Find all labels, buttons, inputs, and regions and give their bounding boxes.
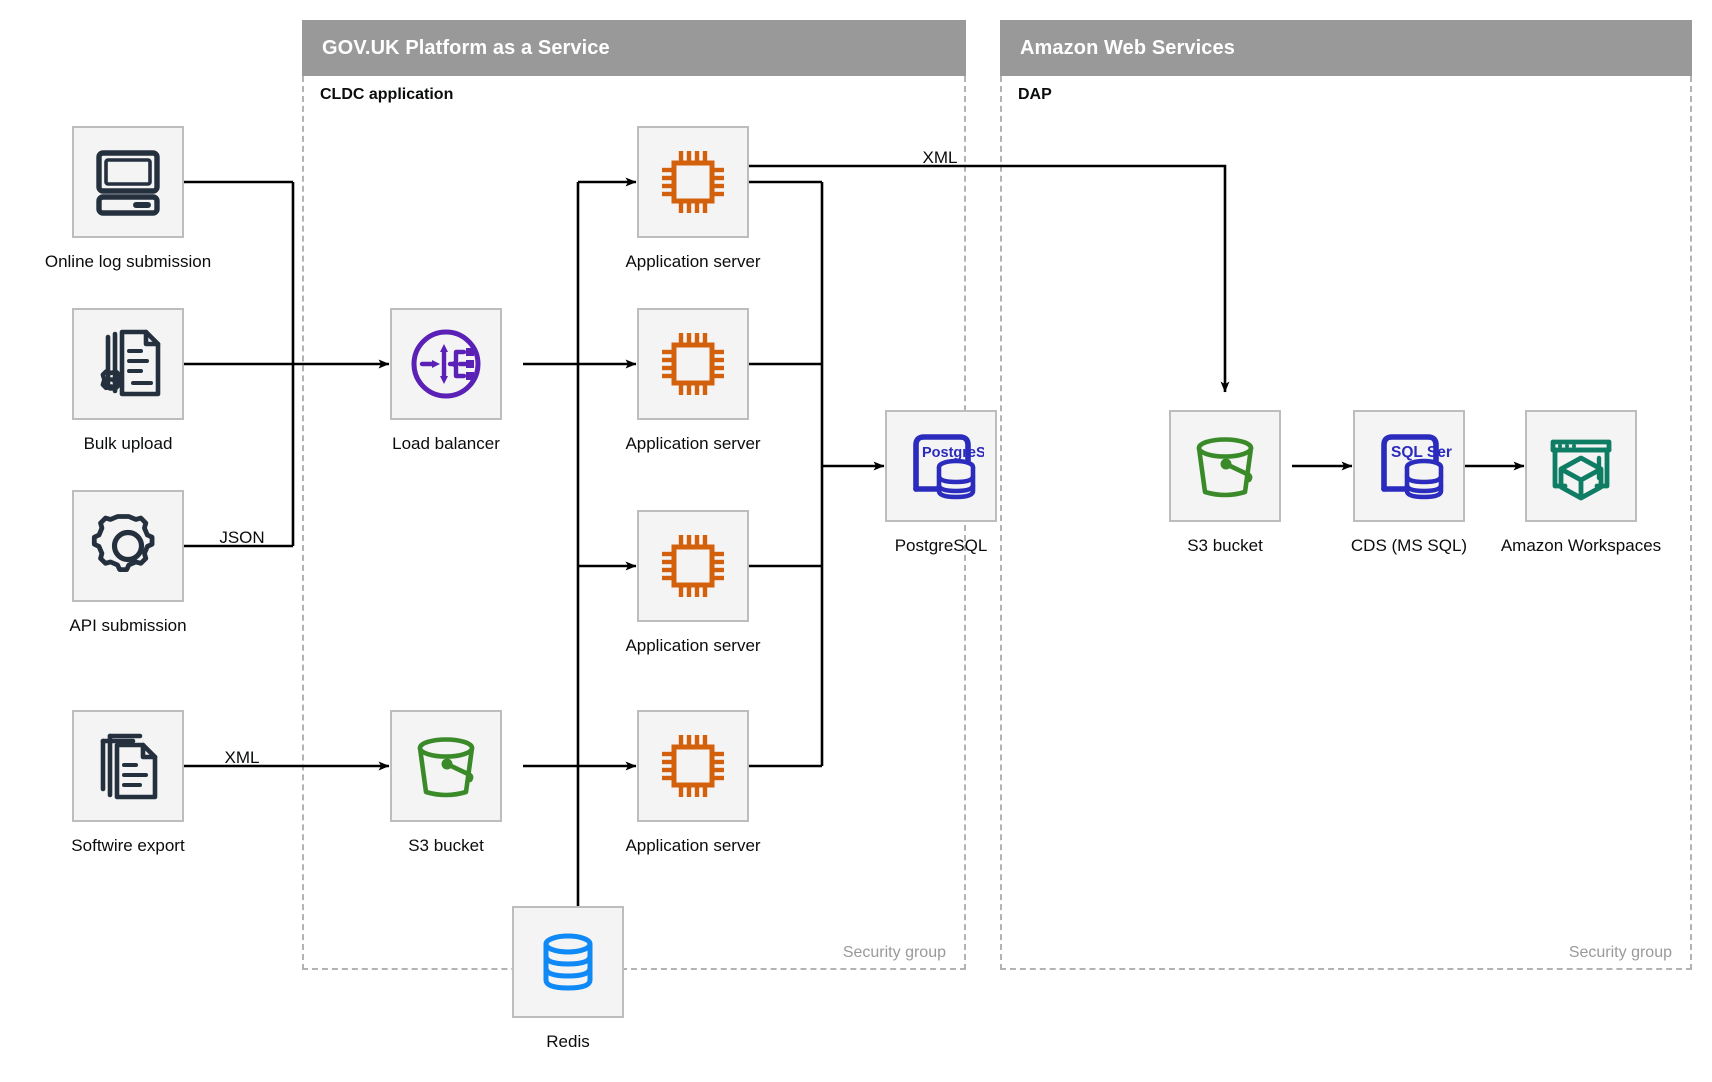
node-label-app-server-2: Application server [625,434,761,453]
cpu-chip-icon [654,325,732,403]
node-label-redis: Redis [546,1032,590,1051]
node-amazon-workspaces[interactable] [1525,410,1637,522]
cpu-chip-icon [654,143,732,221]
node-label-app-server-1: Application server [625,252,761,271]
node-label-online-log-submission: Online log submission [44,252,212,271]
document-gear-icon [89,325,167,403]
zone-sublabel-dap: DAP [1018,86,1052,103]
node-online-log-submission[interactable] [72,126,184,238]
sql-server-badge-text: SQL Server [1391,444,1452,461]
zone-boundary-paas [302,76,966,970]
node-label-api-submission: API submission [69,616,187,635]
node-label-bulk-upload: Bulk upload [83,434,173,453]
node-redis[interactable] [512,906,624,1018]
gear-icon [89,507,167,585]
node-app-server-4[interactable] [637,710,749,822]
node-label-load-balancer: Load balancer [392,434,500,453]
workspaces-icon [1541,426,1621,506]
node-app-server-3[interactable] [637,510,749,622]
security-group-label-aws: Security group [1568,944,1672,961]
cpu-chip-icon [654,727,732,805]
node-label-softwire-export: Softwire export [71,836,185,855]
database-icon [532,926,604,998]
node-s3-bucket-aws[interactable] [1169,410,1281,522]
node-s3-bucket-paas[interactable] [390,710,502,822]
desktop-computer-icon [89,143,167,221]
edge-label-json: JSON [219,528,265,547]
node-softwire-export[interactable] [72,710,184,822]
documents-stack-icon [89,727,167,805]
bucket-icon [406,726,486,806]
edge-label-xml-cross: XML [922,148,958,167]
node-label-postgresql: PostgreSQL [894,536,988,555]
edge-label-xml-source: XML [224,748,260,767]
node-label-s3-bucket-paas: S3 bucket [408,836,484,855]
node-load-balancer[interactable] [390,308,502,420]
security-group-label-paas: Security group [842,944,946,961]
cpu-chip-icon [654,527,732,605]
zone-header-aws: Amazon Web Services [1000,20,1692,76]
node-api-submission[interactable] [72,490,184,602]
node-postgresql[interactable]: PostgreSQL [885,410,997,522]
zone-sublabel-cldc: CLDC application [320,86,454,103]
postgresql-badge-text: PostgreSQL [922,445,984,461]
bucket-icon [1185,426,1265,506]
node-label-cds-ms-sql: CDS (MS SQL) [1350,536,1468,555]
node-label-s3-bucket-aws: S3 bucket [1187,536,1263,555]
load-balancer-icon [404,322,488,406]
zone-title-aws: Amazon Web Services [1020,36,1235,59]
node-label-amazon-workspaces: Amazon Workspaces [1500,536,1662,555]
node-app-server-1[interactable] [637,126,749,238]
postgresql-icon: PostgreSQL [898,423,984,509]
zone-boundary-aws [1000,76,1692,970]
node-bulk-upload[interactable] [72,308,184,420]
zone-header-paas: GOV.UK Platform as a Service [302,20,966,76]
zone-title-paas: GOV.UK Platform as a Service [322,36,610,59]
node-label-app-server-3: Application server [625,636,761,655]
node-label-app-server-4: Application server [625,836,761,855]
node-app-server-2[interactable] [637,308,749,420]
node-cds-ms-sql[interactable]: SQL Server [1353,410,1465,522]
sql-server-icon: SQL Server [1366,423,1452,509]
